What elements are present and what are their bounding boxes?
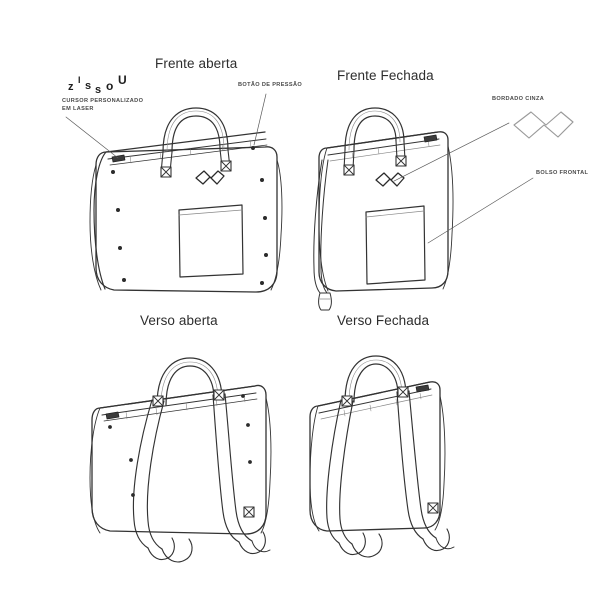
leader-cursor-laser: [65, 116, 119, 159]
bag-back-closed: [309, 355, 455, 558]
brand-letter-2: s: [85, 80, 92, 92]
view-title-verso-aberta: Verso aberta: [140, 313, 218, 328]
brand-letter-0: z: [68, 81, 74, 93]
bag-back-open: [89, 357, 272, 563]
brand-letter-1: I: [78, 75, 81, 85]
brand-logo-zissou: z I s s o U: [68, 72, 142, 96]
brand-letter-4: o: [106, 79, 114, 93]
leader-bolso-frontal: [427, 177, 534, 244]
bag-front-open: [89, 107, 283, 293]
embroidery-swatch-bordado-cinza: [513, 111, 574, 139]
view-title-frente-fechada: Frente Fechada: [337, 68, 434, 83]
callout-cursor-laser-line1: CURSOR PERSONALIZADO: [62, 98, 144, 104]
view-title-verso-fechada: Verso Fechada: [337, 313, 430, 328]
view-title-frente-aberta: Frente aberta: [155, 56, 238, 71]
leader-botao-pressao: [253, 93, 267, 146]
bag-front-closed: [313, 107, 454, 311]
brand-letter-5: U: [118, 73, 127, 87]
callout-cursor-laser-line2: EM LASER: [62, 105, 94, 112]
callout-bordado-cinza: BORDADO CINZA: [492, 96, 545, 102]
brand-letter-3: s: [95, 84, 102, 96]
callout-botao-pressao: BOTÃO DE PRESSÃO: [238, 82, 303, 88]
callout-bolso-frontal: BOLSO FRONTAL: [536, 170, 589, 176]
callout-cursor-laser: CURSOR PERSONALIZADO EM LASER: [62, 98, 158, 113]
leader-bordado-cinza: [393, 122, 510, 182]
